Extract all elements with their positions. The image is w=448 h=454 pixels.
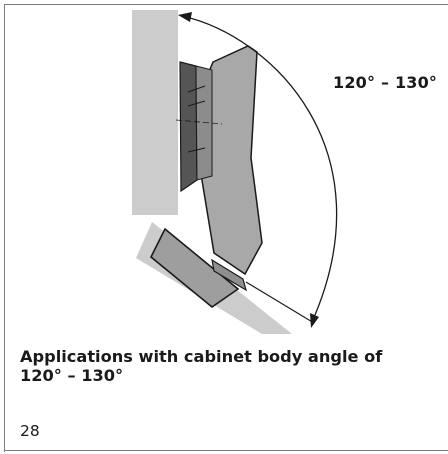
cup-detail-line xyxy=(187,147,206,153)
door-edge-line xyxy=(245,281,315,324)
hinge-diagram xyxy=(132,10,448,334)
cup-detail-line xyxy=(187,85,206,93)
hinge-cup xyxy=(179,61,198,193)
caption-line-1: Applications with cabinet body angle of xyxy=(20,347,383,366)
page-number: 28 xyxy=(20,422,40,440)
cabinet-side-panel xyxy=(132,10,178,215)
label-mask xyxy=(330,70,448,96)
frame-left-line xyxy=(4,4,5,452)
angle-arc xyxy=(181,15,338,323)
cup-centerline xyxy=(175,119,223,125)
hinge-cup-rim xyxy=(195,65,213,181)
cup-detail-line xyxy=(187,100,206,107)
hinge-plate-tab xyxy=(211,258,247,292)
caption-line-2: 120° – 130° xyxy=(20,366,124,385)
arc-arrowhead-bottom xyxy=(310,313,319,328)
arc-arrowhead-top xyxy=(178,12,192,22)
frame-bottom-line xyxy=(4,450,448,451)
frame-top-line xyxy=(4,4,448,5)
figure-caption: Applications with cabinet body angle of … xyxy=(20,347,440,385)
angle-range-label: 120° – 130° xyxy=(333,73,438,92)
